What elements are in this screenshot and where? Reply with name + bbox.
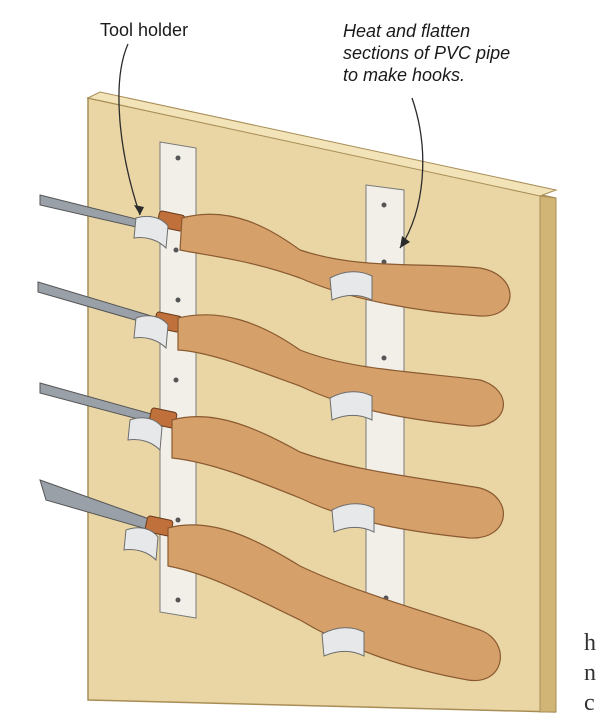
pvc-hook-4 (321, 627, 365, 657)
tool-holder-hook-3 (127, 417, 163, 452)
pvc-hook-3 (331, 503, 375, 533)
tool-holder-hook-1 (133, 215, 169, 250)
tool-holder-leader-line (118, 43, 141, 216)
tool-holder-hook-4 (123, 527, 159, 562)
tool-holder-arrowhead (134, 205, 144, 215)
lathe-tool-2 (37, 281, 504, 427)
lathe-tool-3 (39, 382, 504, 539)
tool-holder-label: Tool holder (100, 20, 189, 40)
tool-holder-hook-2 (133, 315, 169, 350)
left-holder-strip (159, 141, 197, 619)
pvc-note-arrowhead (400, 236, 410, 248)
lathe-tool-1 (39, 194, 511, 317)
cropped-line-2: n (584, 660, 596, 686)
pvc-hook-1 (329, 271, 373, 301)
pvc-hook-callout: Heat and flatten sections of PVC pipe to… (343, 21, 511, 85)
handle-2 (177, 314, 504, 427)
pvc-note-leader-line (399, 97, 424, 249)
cropped-line-1: h (584, 630, 596, 656)
handle-1 (179, 213, 511, 317)
handle-3 (171, 416, 504, 539)
lathe-tool-4 (39, 479, 501, 682)
cropped-line-3: c (584, 690, 595, 716)
cropped-body-text: h n c (584, 628, 596, 718)
pvc-hook-2 (329, 391, 373, 421)
handle-4 (167, 524, 501, 682)
